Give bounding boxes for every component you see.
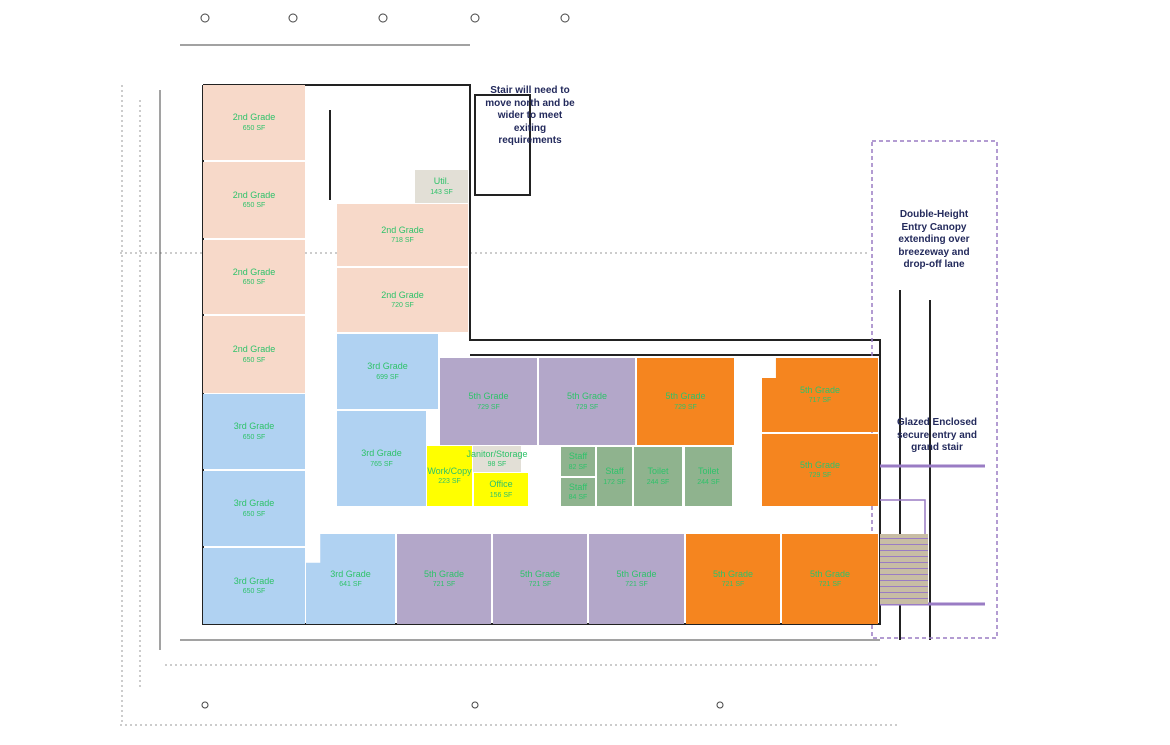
room-area: 729 SF — [808, 472, 832, 480]
room-area: 98 SF — [487, 461, 507, 469]
room-5th-grade: 5th Grade 721 SF — [397, 534, 491, 624]
room-name: 5th Grade — [566, 391, 608, 402]
room-name: 3rd Grade — [233, 421, 275, 432]
grand-stair — [880, 534, 928, 604]
room-name: 3rd Grade — [233, 575, 275, 586]
room-area: 765 SF — [370, 460, 393, 468]
room-area: 156 SF — [489, 491, 513, 499]
room-janitor-storage: Janitor/Storage 98 SF — [466, 446, 528, 472]
room-area: 721 SF — [625, 581, 648, 589]
room-name: 5th Grade — [799, 459, 841, 470]
room-area: 650 SF — [242, 510, 266, 518]
annotation-stair: Stair will need to move north and be wid… — [485, 85, 575, 146]
room-name: 2nd Grade — [381, 289, 424, 300]
room-name: 3rd Grade — [361, 448, 402, 459]
room-5th-grade: 5th Grade 721 SF — [686, 534, 780, 624]
room-area: 720 SF — [391, 302, 414, 310]
room-5th-grade: 5th Grade 721 SF — [782, 534, 878, 624]
room-staff: Staff 84 SF — [561, 478, 595, 506]
room-area: 244 SF — [697, 478, 720, 486]
room-area: 143 SF — [430, 188, 453, 196]
room-name: Office — [489, 479, 513, 490]
room-area: 721 SF — [721, 581, 745, 589]
room-area: 721 SF — [818, 581, 842, 589]
room-area: 718 SF — [391, 237, 414, 245]
room-area: 650 SF — [242, 588, 266, 596]
room-name: Work/Copy — [427, 465, 472, 476]
room-area: 82 SF — [568, 463, 588, 471]
annotation-canopy: Double-Height Entry Canopy extending ove… — [898, 209, 970, 270]
room-area: 172 SF — [603, 478, 626, 486]
room-2nd-grade: 2nd Grade 720 SF — [337, 268, 468, 332]
room-name: 5th Grade — [799, 384, 841, 395]
room-utility: Util.143 SF — [415, 170, 468, 203]
room-name: Staff — [605, 466, 624, 477]
room-area: 650 SF — [242, 202, 266, 210]
room-area: 244 SF — [646, 478, 670, 486]
room-2nd-grade: 2nd Grade 650 SF — [203, 162, 305, 238]
room-name: 5th Grade — [519, 568, 561, 579]
room-5th-grade: 5th Grade 717 SF — [762, 358, 878, 432]
room-5th-grade: 5th Grade 721 SF — [589, 534, 684, 624]
room-name: 5th Grade — [616, 568, 657, 579]
room-2nd-grade: 2nd Grade 718 SF — [337, 204, 468, 266]
room-name: 3rd Grade — [233, 498, 275, 509]
room-name: Janitor/Storage — [466, 448, 528, 459]
room-work-copy: Work/Copy 223 SF — [427, 446, 472, 506]
room-area: 641 SF — [339, 581, 362, 589]
room-name: 2nd Grade — [232, 189, 276, 200]
room-name: 2nd Grade — [381, 224, 424, 235]
room-area: 650 SF — [242, 356, 266, 364]
room-area: 84 SF — [568, 494, 588, 502]
room-name: Util. — [433, 176, 450, 187]
room-area: 729 SF — [477, 403, 500, 411]
room-area: 729 SF — [674, 403, 697, 411]
room-area: 650 SF — [242, 433, 266, 441]
room-name: 5th Grade — [665, 391, 706, 402]
room-area: 717 SF — [808, 397, 832, 405]
room-name: 5th Grade — [712, 568, 754, 579]
room-5th-grade: 5th Grade 729 SF — [762, 434, 878, 506]
room-area: 650 SF — [242, 124, 266, 132]
room-2nd-grade: 2nd Grade 650 SF — [203, 240, 305, 314]
room-name: Toilet — [697, 466, 719, 477]
room-3rd-grade: 3rd Grade 641 SF — [306, 534, 395, 624]
room-name: 5th Grade — [468, 391, 509, 402]
room-3rd-grade: 3rd Grade 650 SF — [203, 548, 305, 624]
room-name: 3rd Grade — [330, 568, 371, 579]
room-area: 223 SF — [438, 478, 461, 486]
room-name: Staff — [568, 451, 588, 462]
room-area: 729 SF — [575, 403, 599, 411]
room-area: 699 SF — [376, 373, 399, 381]
room-name: 2nd Grade — [232, 344, 276, 355]
room-name: 2nd Grade — [232, 266, 276, 277]
room-name: 3rd Grade — [367, 361, 408, 372]
room-name: Staff — [568, 481, 588, 492]
room-area: 721 SF — [528, 581, 552, 589]
room-area: 721 SF — [432, 581, 456, 589]
room-5th-grade: 5th Grade 721 SF — [493, 534, 587, 624]
annotation-entry: Glazed Enclosed secure entry and grand s… — [896, 417, 978, 453]
room-name: Toilet — [647, 466, 669, 477]
room-area: 650 SF — [242, 279, 266, 287]
room-name: 5th Grade — [809, 568, 851, 579]
room-name: 2nd Grade — [232, 112, 276, 123]
room-name: 5th Grade — [423, 568, 465, 579]
